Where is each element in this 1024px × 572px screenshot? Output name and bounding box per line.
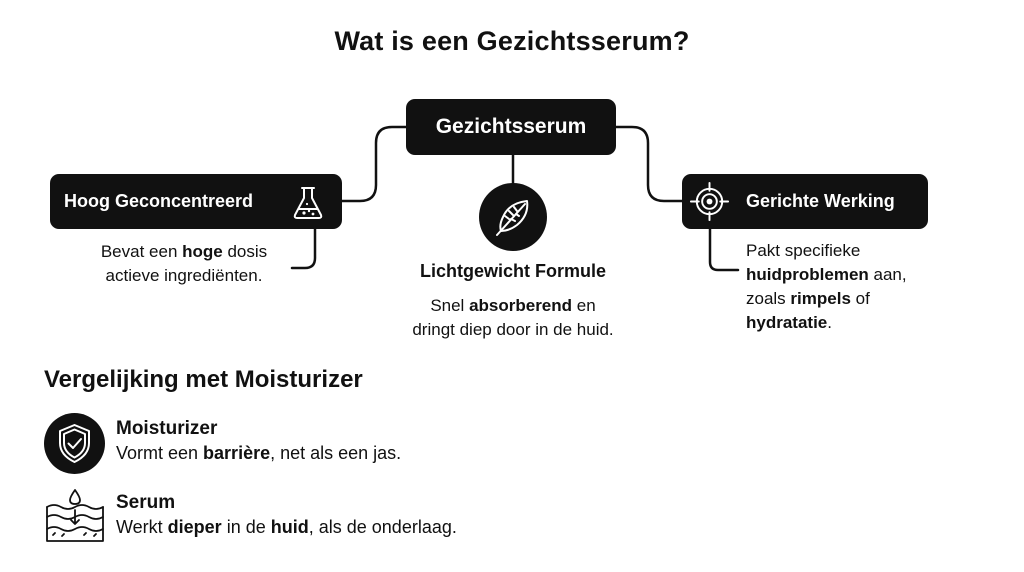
- shield-check-icon: [59, 424, 90, 463]
- connector-center-right: [614, 125, 684, 203]
- middle-node-description: Snel absorberend en dringt diep door in …: [412, 296, 614, 339]
- comparison-title: Vergelijking met Moisturizer: [44, 366, 363, 393]
- connector-right-desc: [708, 227, 740, 272]
- center-node-label: Gezichtsserum: [435, 115, 587, 138]
- right-node-label: Gerichte Werking: [746, 191, 895, 211]
- connector-left-desc: [290, 227, 317, 270]
- left-node: Hoog Geconcentreerd: [50, 174, 342, 229]
- serum-description: Werkt dieper in de huid, als de onderlaa…: [116, 517, 457, 537]
- moisturizer-name: Moisturizer: [116, 418, 218, 439]
- skin-layers-icon: [46, 489, 104, 542]
- right-node-description: Pakt specifieke huidproblemen aan, zoals…: [746, 241, 907, 332]
- serum-name: Serum: [116, 492, 176, 513]
- left-node-description: Bevat een hoge dosis actieve ingrediënte…: [100, 242, 268, 285]
- left-node-label: Hoog Geconcentreerd: [64, 191, 254, 211]
- feather-icon: [496, 200, 529, 236]
- moisturizer-badge: [44, 413, 105, 474]
- connector-center-left: [340, 125, 408, 203]
- target-icon: [689, 181, 730, 222]
- flask-icon: [293, 187, 323, 219]
- middle-node-heading: Lichtgewicht Formule: [419, 261, 606, 281]
- right-node: Gerichte Werking: [682, 174, 928, 229]
- moisturizer-description: Vormt een barrière, net als een jas.: [116, 443, 402, 463]
- page-title: Wat is een Gezichtsserum?: [334, 26, 690, 56]
- center-node: Gezichtsserum: [406, 99, 616, 155]
- feather-badge: [479, 183, 547, 251]
